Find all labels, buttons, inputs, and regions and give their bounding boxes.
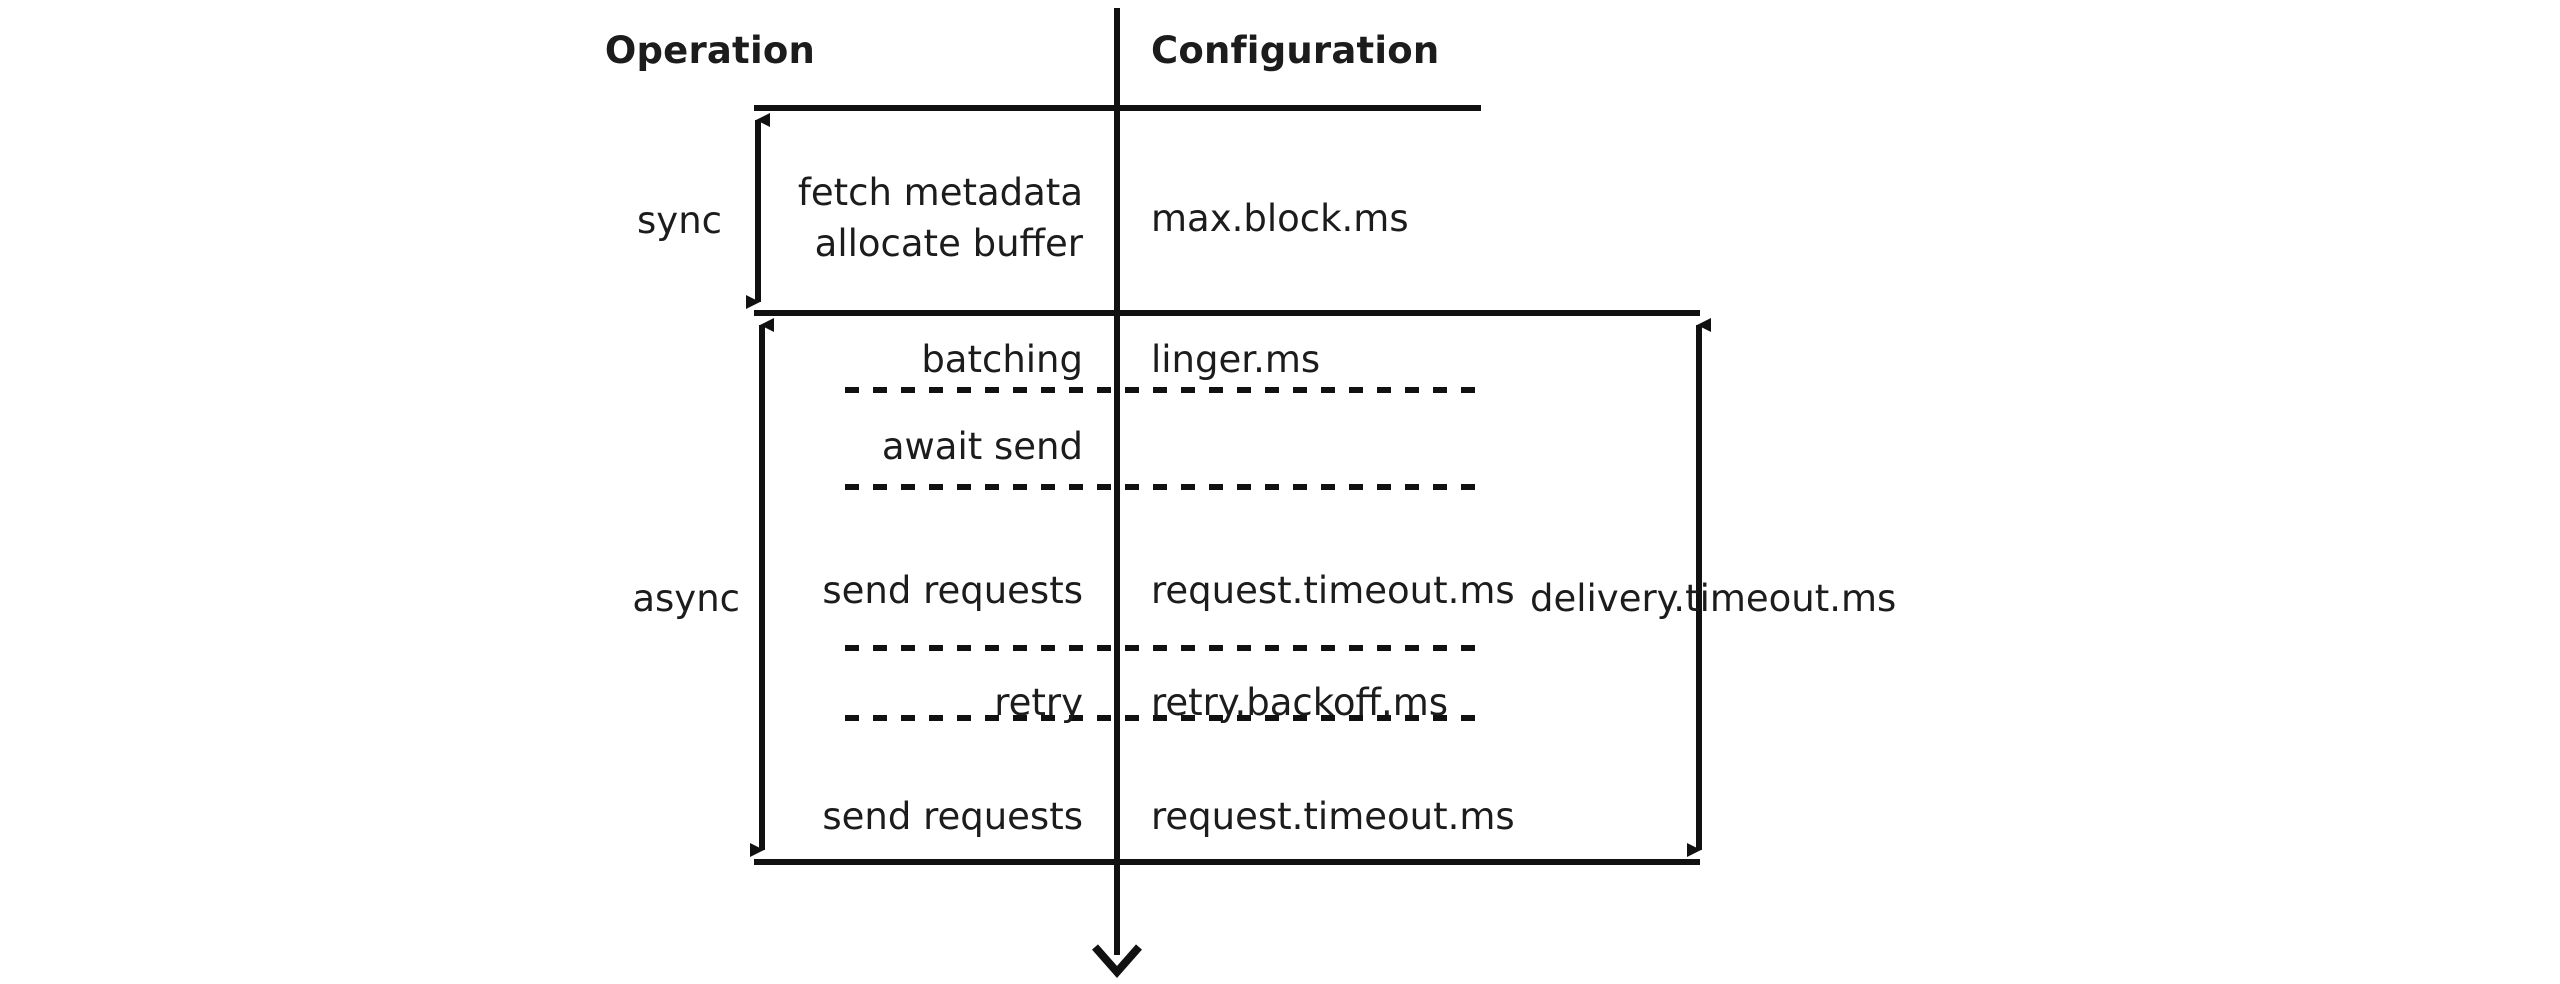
row-configuration: request.timeout.ms: [1151, 569, 1515, 612]
column-header-configuration: Configuration: [1151, 29, 1440, 72]
row-operation-line: batching: [921, 338, 1083, 381]
phase-label-async: async: [632, 577, 740, 620]
row-operation-line: send requests: [822, 569, 1083, 612]
row-operation-line: fetch metadata: [797, 171, 1083, 214]
delivery-timeout-label: delivery.timeout.ms: [1530, 577, 1897, 620]
row-configuration: retry.backoff.ms: [1151, 681, 1449, 724]
row-configuration: max.block.ms: [1151, 197, 1409, 240]
timeline-arrowhead: [1091, 944, 1143, 979]
phase-label-sync: sync: [637, 199, 722, 242]
column-header-operation: Operation: [604, 29, 815, 72]
row-configuration: linger.ms: [1151, 338, 1321, 381]
row-operation-line: send requests: [822, 795, 1083, 838]
row-configuration: request.timeout.ms: [1151, 795, 1515, 838]
row-operation-line: retry: [994, 681, 1083, 724]
row-operation-line: allocate buffer: [814, 222, 1083, 265]
row-operation-line: await send: [881, 425, 1083, 468]
